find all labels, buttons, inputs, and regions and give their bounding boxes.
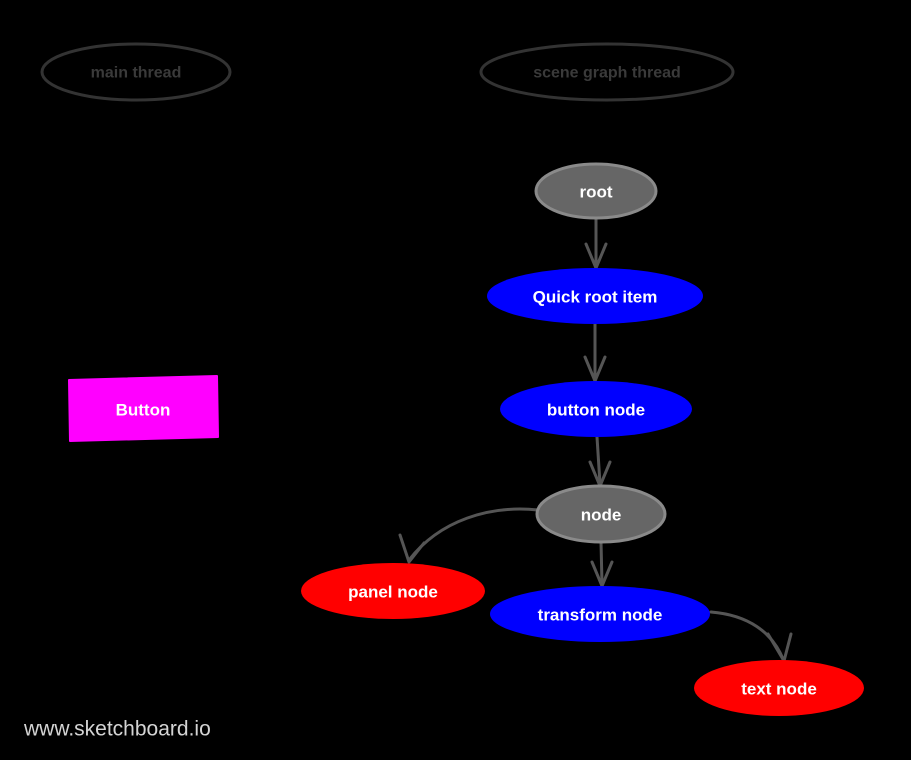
node-button-node-shape[interactable] <box>500 381 692 437</box>
connector-line <box>709 610 785 661</box>
arrowhead-icon <box>583 355 607 383</box>
node-text-node-shape[interactable] <box>694 660 864 716</box>
connector-transform-node-to-text-node[interactable] <box>709 610 793 663</box>
connector-button-node-to-node[interactable] <box>588 435 612 488</box>
node-root-shape[interactable] <box>534 162 658 220</box>
node-quick-root-item-shape[interactable] <box>487 268 703 324</box>
scene-graph-thread-label: scene graph thread <box>533 65 681 82</box>
button-widget-shape[interactable] <box>68 375 219 442</box>
arrowhead-icon <box>766 632 793 663</box>
button-widget[interactable]: Button <box>68 375 219 442</box>
connector-node-to-transform-node[interactable] <box>590 540 614 588</box>
node-node[interactable]: node <box>535 484 667 544</box>
node-transform-node-shape[interactable] <box>490 586 710 642</box>
node-panel-node[interactable]: panel node <box>301 563 485 619</box>
node-root[interactable]: root <box>534 162 658 220</box>
connector-line <box>599 540 604 586</box>
connector-line <box>407 507 540 562</box>
node-button-node[interactable]: button node <box>500 381 692 437</box>
main-thread-label: main thread <box>91 65 182 82</box>
connector-node-to-panel-node[interactable] <box>398 507 540 564</box>
arrowhead-icon <box>584 242 608 270</box>
node-node-shape[interactable] <box>535 484 667 544</box>
node-text-node[interactable]: text node <box>694 660 864 716</box>
connector-line <box>595 435 602 486</box>
node-transform-node[interactable]: transform node <box>490 586 710 642</box>
watermark-label: www.sketchboard.io <box>23 718 211 741</box>
connector-quick-root-item-to-button-node[interactable] <box>583 322 607 383</box>
arrowhead-icon <box>590 560 614 588</box>
connector-root-to-quick-root-item[interactable] <box>584 216 608 270</box>
scene-graph-thread-ellipse[interactable] <box>479 42 735 102</box>
main-thread-ellipse[interactable] <box>40 42 232 102</box>
thread-group-scene-graph-thread[interactable]: scene graph thread <box>479 42 735 102</box>
node-quick-root-item[interactable]: Quick root item <box>487 268 703 324</box>
node-panel-node-shape[interactable] <box>301 563 485 619</box>
thread-group-main-thread[interactable]: main thread <box>40 42 232 102</box>
arrowhead-icon <box>398 533 426 564</box>
